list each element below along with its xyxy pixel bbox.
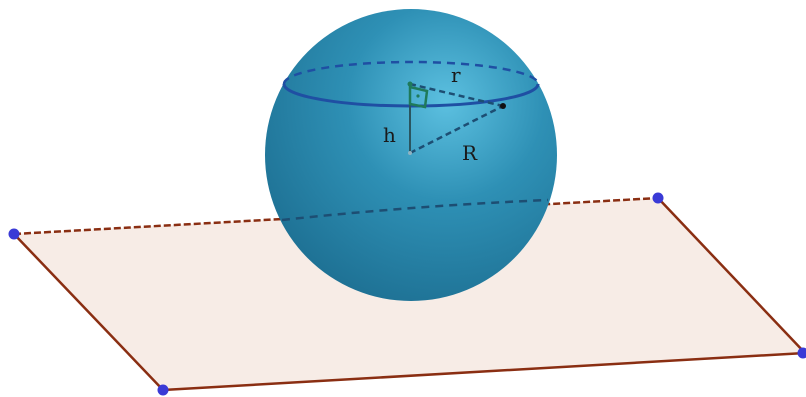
- plane-edge-front: [162, 351, 806, 392]
- sphere-radius-segment: [409, 104, 504, 155]
- plane-vertex-front-right: [797, 347, 806, 359]
- label-r: r: [451, 63, 461, 87]
- plane-edge-left: [13, 233, 164, 391]
- plane-edge-right: [657, 197, 806, 354]
- sphere-center-point: [408, 151, 412, 155]
- small-radius-segment: [409, 82, 504, 108]
- plane-vertex-back-right: [652, 192, 664, 204]
- plane-vertex-back-left: [8, 228, 20, 240]
- label-R: R: [462, 141, 478, 165]
- sphere: [265, 9, 557, 301]
- right-angle-dot: [416, 94, 420, 98]
- label-h: h: [383, 123, 396, 147]
- section-edge-point: [500, 103, 506, 109]
- sphere-equator-dashed: [281, 198, 549, 222]
- right-angle-marker: [408, 85, 429, 109]
- plane-vertex-front-left: [157, 384, 169, 396]
- section-circle-back: [282, 60, 540, 85]
- section-center-point: [407, 81, 413, 87]
